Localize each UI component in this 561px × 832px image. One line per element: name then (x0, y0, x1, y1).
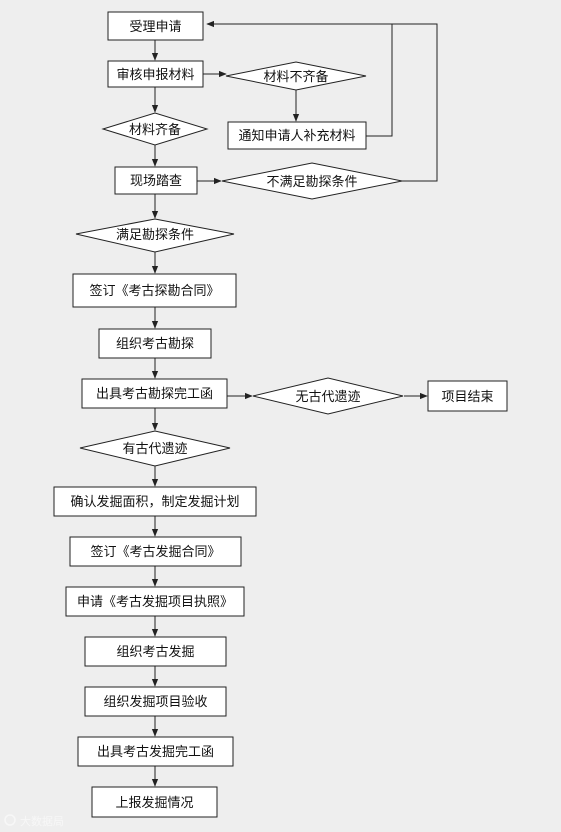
decision-not-meet: 不满足勘探条件 (221, 162, 403, 200)
step-issue-excavation-letter: 出具考古发掘完工函 (77, 736, 234, 767)
step-organize-excavation: 组织考古发掘 (84, 636, 227, 667)
decision-label: 有古代遗迹 (122, 442, 187, 457)
step-label: 现场踏查 (130, 174, 182, 189)
decision-label: 材料不齐备 (263, 69, 328, 85)
decision-meet: 满足勘探条件 (75, 218, 235, 253)
step-survey: 现场踏查 (114, 166, 198, 195)
step-label: 上报发掘情况 (115, 795, 193, 811)
step-label: 通知申请人补充材料 (238, 128, 355, 144)
step-review: 审核申报材料 (107, 60, 204, 88)
step-organize-exploration: 组织考古勘探 (98, 328, 212, 359)
step-label: 项目结束 (441, 390, 493, 405)
step-label: 签订《考古探勘合同》 (89, 283, 219, 299)
step-label: 签订《考古发掘合同》 (90, 544, 220, 560)
watermark: 大数据局 (4, 814, 64, 828)
decision-has-relics: 有古代遗迹 (79, 430, 231, 467)
step-sign-explore-contract: 签订《考古探勘合同》 (72, 273, 237, 308)
step-label: 组织发掘项目验收 (103, 694, 207, 710)
step-label: 审核申报材料 (116, 68, 194, 83)
step-sign-excavation-contract: 签订《考古发掘合同》 (69, 536, 242, 567)
decision-complete: 材料齐备 (101, 112, 209, 146)
connectors (151, 20, 438, 787)
step-notify: 通知申请人补充材料 (227, 121, 367, 150)
decision-label: 无古代遗迹 (295, 390, 360, 405)
step-report: 上报发掘情况 (91, 786, 218, 818)
decision-label: 不满足勘探条件 (266, 174, 357, 190)
watermark-icon (4, 814, 16, 826)
decision-label: 满足勘探条件 (116, 227, 194, 243)
step-apply-license: 申请《考古发掘项目执照》 (65, 586, 245, 617)
step-label: 组织考古发掘 (116, 644, 194, 660)
step-accept: 受理申请 (107, 11, 204, 41)
step-label: 受理申请 (129, 20, 181, 35)
step-label: 确认发掘面积，制定发掘计划 (70, 494, 239, 510)
step-project-end: 项目结束 (427, 380, 508, 412)
watermark-text: 大数据局 (20, 814, 64, 828)
step-label: 出具考古发掘完工函 (97, 744, 214, 760)
decision-incomplete: 材料不齐备 (225, 61, 367, 91)
decision-label: 材料齐备 (129, 122, 181, 138)
step-label: 申请《考古发掘项目执照》 (77, 594, 233, 610)
step-label: 出具考古勘探完工函 (96, 387, 213, 402)
step-confirm-plan: 确认发掘面积，制定发掘计划 (53, 486, 257, 517)
decision-no-relics: 无古代遗迹 (252, 377, 404, 415)
step-acceptance: 组织发掘项目验收 (84, 686, 227, 717)
step-label: 组织考古勘探 (116, 337, 194, 352)
step-issue-exploration-letter: 出具考古勘探完工函 (81, 378, 228, 409)
